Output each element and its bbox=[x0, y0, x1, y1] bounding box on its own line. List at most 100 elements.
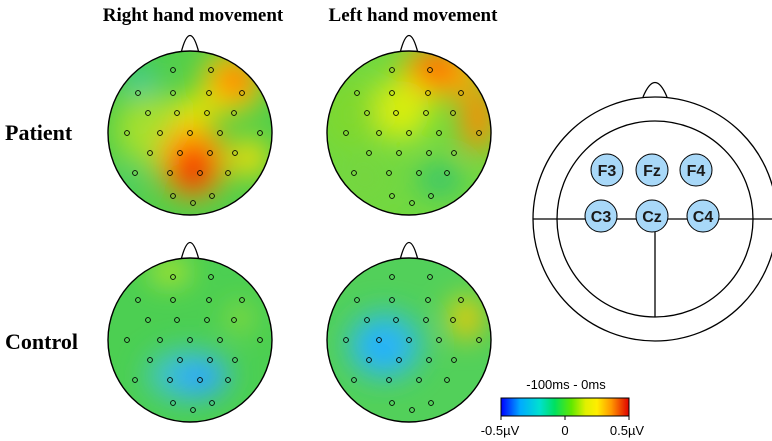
electrode-dot bbox=[231, 110, 237, 116]
electrode-dot bbox=[232, 150, 238, 156]
electrode-dot bbox=[225, 377, 231, 383]
electrode-dot bbox=[386, 377, 392, 383]
electrode-dot bbox=[386, 170, 392, 176]
electrode-dot bbox=[209, 193, 215, 199]
svg-text:F4: F4 bbox=[687, 163, 706, 180]
electrode-dot bbox=[167, 377, 173, 383]
electrode-dot bbox=[451, 150, 457, 156]
electrode-dot bbox=[364, 110, 370, 116]
electrode-dot bbox=[217, 337, 223, 343]
nose-icon bbox=[642, 81, 668, 98]
nose-icon bbox=[180, 241, 200, 261]
electrode-dot bbox=[124, 130, 130, 136]
electrode-dot bbox=[170, 90, 176, 96]
electrode-dot bbox=[409, 200, 415, 206]
electrode-dot bbox=[423, 110, 429, 116]
electrode-dot bbox=[406, 337, 412, 343]
electrode-dot bbox=[204, 110, 210, 116]
electrode-dot bbox=[426, 150, 432, 156]
electrode-dot bbox=[444, 377, 450, 383]
electrode-dot bbox=[428, 400, 434, 406]
electrode-dot bbox=[204, 317, 210, 323]
electrode-dot bbox=[393, 317, 399, 323]
svg-text:C3: C3 bbox=[591, 209, 612, 226]
electrode-dot bbox=[366, 150, 372, 156]
electrode-dot bbox=[376, 337, 382, 343]
topomap-control-right-hand bbox=[107, 241, 273, 423]
electrode-c4: C4 bbox=[686, 199, 720, 233]
electrode-dot bbox=[351, 170, 357, 176]
electrode-dot bbox=[343, 130, 349, 136]
topomap-patient-left-hand bbox=[326, 34, 492, 216]
electrode-dot bbox=[170, 400, 176, 406]
electrode-dot bbox=[436, 130, 442, 136]
electrode-dot bbox=[170, 297, 176, 303]
electrode-dot bbox=[187, 337, 193, 343]
electrode-dot bbox=[364, 317, 370, 323]
electrode-dot bbox=[190, 407, 196, 413]
electrode-dot bbox=[476, 130, 482, 136]
electrode-dot bbox=[257, 337, 263, 343]
electrode-dot bbox=[389, 274, 395, 280]
electrode-dot bbox=[170, 193, 176, 199]
electrode-dot bbox=[354, 90, 360, 96]
row-label-control: Control bbox=[5, 329, 78, 354]
electrode-dot bbox=[428, 193, 434, 199]
electrode-dot bbox=[177, 357, 183, 363]
column-title-left-hand: Left hand movement bbox=[329, 5, 499, 26]
electrode-dot bbox=[167, 170, 173, 176]
electrode-dot bbox=[177, 150, 183, 156]
electrode-schematic: F3 Fz F4 C3 Cz C4 bbox=[532, 81, 772, 342]
electrode-dot bbox=[132, 170, 138, 176]
electrode-dot bbox=[170, 67, 176, 73]
electrode-dot bbox=[207, 150, 213, 156]
electrode-dot bbox=[444, 170, 450, 176]
electrode-dot bbox=[197, 377, 203, 383]
electrode-dot bbox=[231, 317, 237, 323]
colorbar-mid-label: 0 bbox=[561, 423, 568, 438]
electrode-dot bbox=[187, 130, 193, 136]
electrode-dot bbox=[396, 150, 402, 156]
electrode-dot bbox=[425, 90, 431, 96]
electrode-dot bbox=[343, 337, 349, 343]
electrode-dot bbox=[132, 377, 138, 383]
electrode-dot bbox=[145, 110, 151, 116]
electrode-dot bbox=[351, 377, 357, 383]
electrode-dot bbox=[476, 337, 482, 343]
electrode-dot bbox=[157, 337, 163, 343]
electrode-dot bbox=[389, 193, 395, 199]
electrode-dot bbox=[197, 170, 203, 176]
row-label-patient: Patient bbox=[5, 120, 73, 145]
electrode-c3: C3 bbox=[584, 199, 618, 233]
colorbar-max-label: 0.5µV bbox=[610, 423, 645, 438]
nose-icon bbox=[399, 34, 419, 54]
topomap-patient-right-hand bbox=[107, 34, 273, 216]
electrode-dot bbox=[135, 90, 141, 96]
electrode-dot bbox=[389, 297, 395, 303]
nose-icon bbox=[180, 34, 200, 54]
electrode-dot bbox=[209, 400, 215, 406]
electrode-dot bbox=[354, 297, 360, 303]
column-title-right-hand: Right hand movement bbox=[103, 5, 284, 26]
electrode-dot bbox=[157, 130, 163, 136]
electrode-dot bbox=[409, 407, 415, 413]
electrode-dot bbox=[376, 130, 382, 136]
electrode-dot bbox=[423, 317, 429, 323]
electrode-dot bbox=[239, 90, 245, 96]
electrode-dot bbox=[389, 67, 395, 73]
svg-text:C4: C4 bbox=[693, 209, 714, 226]
electrode-dot bbox=[174, 317, 180, 323]
electrode-dot bbox=[124, 337, 130, 343]
electrode-dot bbox=[239, 297, 245, 303]
electrode-dot bbox=[426, 357, 432, 363]
electrode-dot bbox=[257, 130, 263, 136]
electrode-dot bbox=[436, 337, 442, 343]
electrode-dot bbox=[427, 67, 433, 73]
electrode-dot bbox=[225, 170, 231, 176]
electrode-dot bbox=[427, 274, 433, 280]
electrode-dot bbox=[425, 297, 431, 303]
electrode-cz: Cz bbox=[635, 199, 669, 233]
electrode-dot bbox=[206, 90, 212, 96]
electrode-dot bbox=[147, 357, 153, 363]
electrode-dot bbox=[207, 357, 213, 363]
